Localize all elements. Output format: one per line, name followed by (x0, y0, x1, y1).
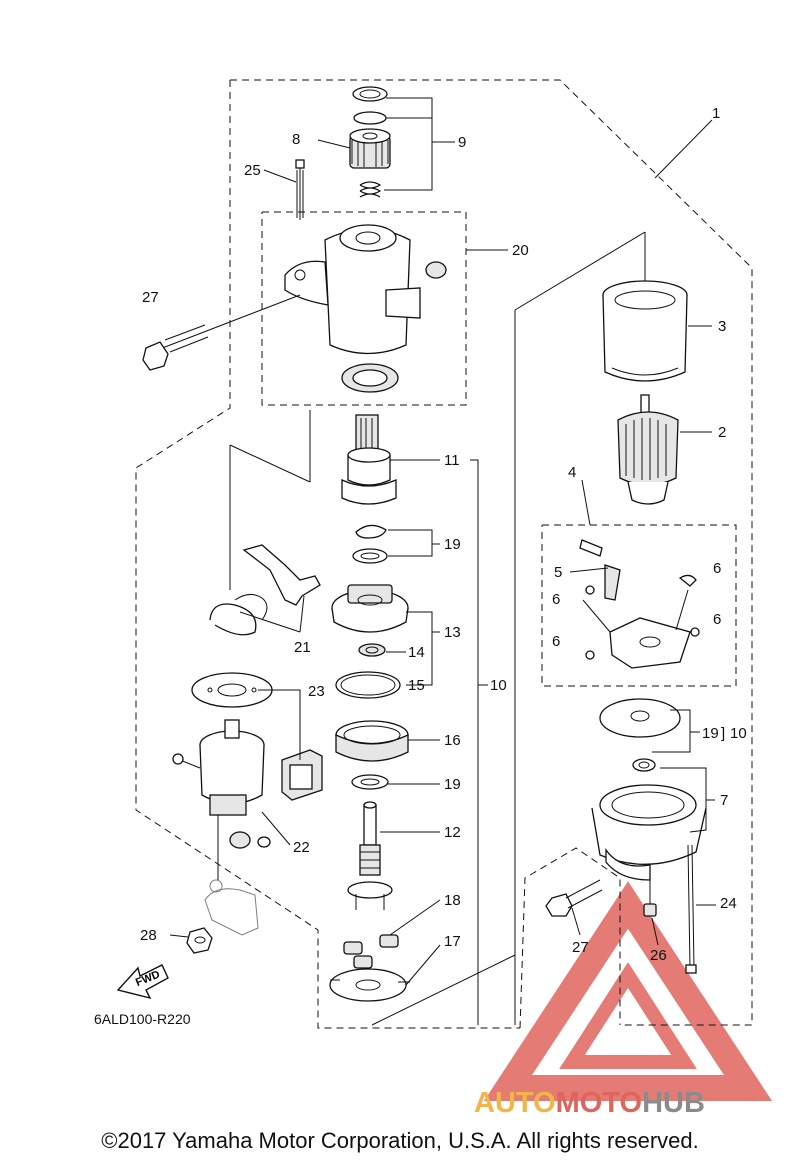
callout-10: 10 (490, 677, 507, 694)
assembly-lines (217, 231, 646, 1026)
gasket-15 (335, 671, 401, 699)
leader-lines (169, 97, 716, 1025)
callout-12: 12 (444, 824, 461, 841)
washer-19-lower (351, 774, 389, 790)
callout-21: 21 (294, 639, 311, 656)
callout-16: 16 (444, 732, 461, 749)
planet-gears-18 (343, 934, 399, 969)
bolt-27-right (545, 879, 603, 917)
callout-13: 13 (444, 624, 461, 641)
lever-21 (209, 544, 321, 636)
ghost-bracket (204, 879, 259, 936)
callout-6: 6 (552, 591, 560, 608)
callout-11: 11 (444, 452, 460, 469)
callout-26: 26 (650, 947, 667, 964)
clip-19-upper (352, 524, 388, 564)
shaft-11 (341, 414, 397, 505)
end-plate-19 (599, 698, 681, 772)
callout-6: 6 (713, 611, 721, 628)
bushing-14 (358, 643, 386, 657)
drawing-code: 6ALD100-R220 (94, 1011, 191, 1027)
callout-27: 27 (572, 939, 589, 956)
bracket-mark: ] (721, 725, 725, 742)
callout-28: 28 (140, 927, 157, 944)
callout-numbers: 1 2 3 4 5 6 6 6 6 7 8 9 10 10 11 12 13 1… (140, 105, 747, 964)
callout-27: 27 (142, 289, 159, 306)
watermark-hub: HUB (642, 1087, 705, 1119)
callout-4: 4 (568, 464, 576, 481)
callout-14: 14 (408, 644, 425, 661)
brush-holder-4 (579, 539, 700, 669)
callout-10: 10 (730, 725, 747, 742)
callout-6: 6 (713, 560, 721, 577)
long-bolt-25 (295, 159, 305, 220)
callout-17: 17 (444, 933, 461, 950)
callout-22: 22 (293, 839, 310, 856)
callout-19: 19 (444, 536, 461, 553)
through-bolt-24 (685, 844, 697, 974)
grommet-26 (643, 870, 657, 917)
watermark-auto: AUTO (474, 1087, 556, 1119)
watermark-text: AUTOMOTOHUB (474, 1087, 705, 1119)
callout-3: 3 (718, 318, 726, 335)
solenoid-22 (172, 719, 271, 849)
callout-24: 24 (720, 895, 737, 912)
assembly-outline-main (135, 79, 753, 1029)
callout-23: 23 (308, 683, 325, 700)
callout-19: 19 (702, 725, 719, 742)
rear-cover-7 (591, 784, 707, 881)
callout-7: 7 (720, 792, 728, 809)
plate-17 (329, 968, 410, 1002)
gasket-23 (191, 672, 273, 708)
pinion-assembly (349, 86, 391, 198)
fwd-arrow-icon: FWD (116, 964, 169, 1000)
callout-25: 25 (244, 162, 261, 179)
nut-28 (186, 927, 213, 954)
callout-15: 15 (408, 677, 425, 694)
callout-2: 2 (718, 424, 726, 441)
callout-9: 9 (458, 134, 466, 151)
yoke-3 (602, 280, 688, 382)
bracket-23 (281, 749, 323, 801)
callout-1: 1 (712, 105, 720, 122)
pinion-shaft-12 (347, 801, 393, 910)
callout-5: 5 (554, 564, 562, 581)
front-bracket-20 (284, 224, 447, 393)
callout-19: 19 (444, 776, 461, 793)
callout-18: 18 (444, 892, 461, 909)
copyright-notice: ©2017 Yamaha Motor Corporation, U.S.A. A… (101, 1128, 699, 1153)
watermark-moto: MOTO (556, 1087, 642, 1119)
bolt-27-left (142, 294, 301, 371)
callout-20: 20 (512, 242, 529, 259)
planet-carrier-13 (331, 584, 409, 633)
callout-6: 6 (552, 633, 560, 650)
internal-gear-16 (335, 720, 409, 762)
armature-2 (617, 394, 679, 505)
callout-8: 8 (292, 131, 300, 148)
watermark-logo (483, 881, 773, 1101)
